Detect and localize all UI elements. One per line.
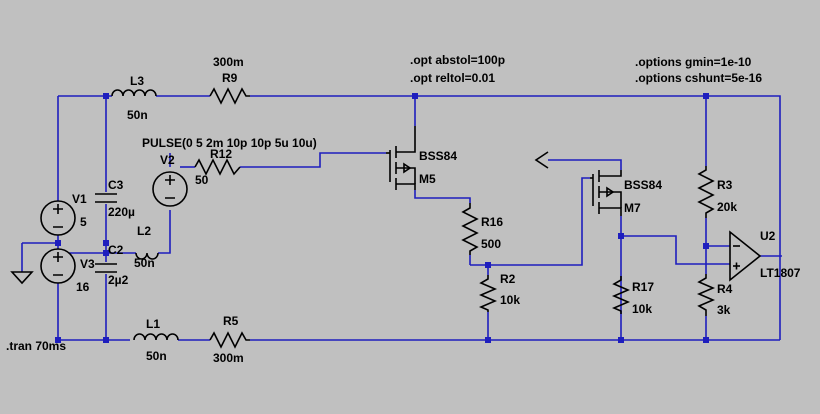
voltage-source-V1 [40, 200, 76, 236]
mosfet-M5 [386, 126, 416, 190]
resistor-R5 [209, 331, 250, 349]
resistor-R9 [209, 87, 250, 105]
value-L3: 50n [127, 108, 148, 122]
wires [21, 95, 782, 341]
value-R9: 300m [213, 55, 244, 69]
vcc-flag-arrow [534, 151, 549, 169]
label-U2: U2 [760, 229, 776, 243]
label-V1: V1 [72, 192, 87, 206]
label-V3: V3 [80, 257, 95, 271]
value-R5: 300m [213, 351, 244, 365]
value-L1: 50n [146, 349, 167, 363]
value-R3: 20k [717, 200, 737, 214]
label-R17: R17 [632, 280, 654, 294]
model-M7: BSS84 [624, 178, 662, 192]
label-M5: M5 [419, 172, 436, 186]
resistor-R16 [461, 203, 479, 255]
directive-tran: .tran 70ms [6, 339, 66, 353]
value-C3: 220µ [108, 205, 135, 219]
label-C2: C2 [108, 243, 124, 257]
label-V2: V2 [160, 153, 175, 167]
ground-symbol [10, 271, 34, 285]
directive-reltol: .opt reltol=0.01 [410, 71, 495, 85]
value-R2: 10k [500, 293, 520, 307]
resistor-R17 [611, 276, 631, 314]
inductor-L1 [133, 333, 179, 341]
value-R12: 50 [195, 173, 209, 187]
resistor-R4 [696, 274, 716, 316]
opamp-U2 [729, 230, 762, 282]
resistor-R12 [194, 158, 241, 176]
mosfet-M7 [590, 170, 622, 216]
label-C3: C3 [108, 178, 124, 192]
model-U2: LT1807 [760, 266, 801, 280]
label-R3: R3 [717, 178, 733, 192]
value-C2: 2µ2 [108, 273, 129, 287]
resistor-R2 [478, 275, 498, 312]
label-L1: L1 [146, 317, 160, 331]
resistor-R3 [697, 166, 715, 218]
value-R16: 500 [481, 237, 501, 251]
value-V3: 16 [76, 280, 90, 294]
directive-abstol: .opt abstol=100p [410, 53, 505, 67]
value-R4: 3k [717, 303, 731, 317]
label-R9: R9 [222, 71, 238, 85]
label-R16: R16 [481, 215, 503, 229]
voltage-source-V3 [40, 248, 76, 284]
value-V2: PULSE(0 5 2m 10p 10p 5u 10u) [142, 136, 317, 150]
model-M5: BSS84 [419, 149, 457, 163]
value-R17: 10k [632, 302, 652, 316]
label-L2: L2 [137, 224, 151, 238]
label-L3: L3 [130, 74, 144, 88]
voltage-source-V2 [152, 171, 188, 207]
capacitor-C3 [94, 192, 118, 204]
directive-cshunt: .options cshunt=5e-16 [635, 71, 762, 85]
directive-gmin: .options gmin=1e-10 [635, 55, 752, 69]
value-V1: 5 [80, 215, 87, 229]
junction-dots [55, 93, 709, 343]
label-M7: M7 [624, 201, 641, 215]
inductor-L3 [111, 89, 157, 97]
capacitor-C2 [94, 262, 118, 274]
value-L2: 50n [134, 256, 155, 270]
inductor-L2 [135, 252, 159, 260]
label-R2: R2 [500, 272, 516, 286]
label-R5: R5 [223, 314, 239, 328]
label-R12: R12 [210, 147, 232, 161]
label-R4: R4 [717, 282, 733, 296]
labels: .opt abstol=100p .opt reltol=0.01 .optio… [6, 53, 801, 365]
